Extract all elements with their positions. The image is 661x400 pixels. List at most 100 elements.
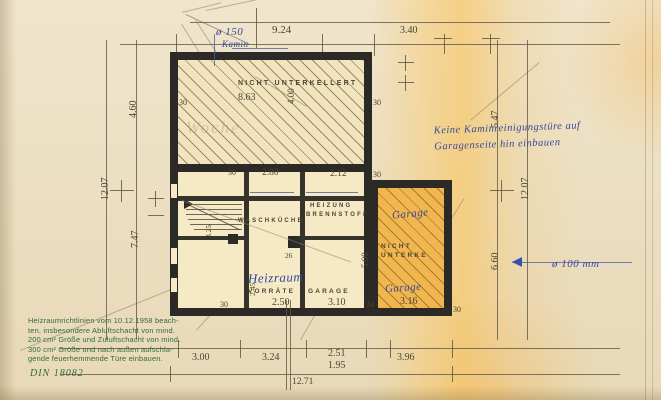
stair-arrow <box>184 199 193 209</box>
wall-right-upper <box>364 52 372 172</box>
partition-horizontal-3 <box>300 236 364 240</box>
dimension-bottom-2: 3.24 <box>262 352 280 363</box>
annotation-blue-mark <box>250 192 294 194</box>
dimension-tick <box>490 34 491 54</box>
annotation-arrow-line <box>512 262 632 264</box>
room-label-upper: NICHT UNTERKELLERT <box>238 80 358 87</box>
room-label-right-2: UNTERKE <box>381 252 428 259</box>
room-label-middle-right-2: BRENNSTOFF <box>306 212 369 218</box>
dimension-top-2: 3.40 <box>400 25 418 36</box>
partition-horizontal-1 <box>178 196 364 201</box>
dimension-line <box>60 374 620 375</box>
dimension-right-2: 12.07 <box>520 177 531 201</box>
extension-line <box>286 300 287 390</box>
paper-fold-line <box>652 0 653 400</box>
wall-left-right-room <box>372 180 378 316</box>
dimension-cross <box>121 180 122 202</box>
wall-thickness-5: 30 <box>453 305 461 314</box>
chimney-shaft <box>228 234 238 244</box>
wall-bottom-right-room <box>372 308 452 316</box>
chimney-shaft <box>170 226 178 238</box>
room-label-right-1: NICHT <box>381 243 412 250</box>
room-label-vorraete: VORRÄTE <box>248 288 296 295</box>
wall-top-right-room <box>372 180 452 188</box>
room-lower-block <box>178 172 364 308</box>
dimension-line <box>527 40 528 340</box>
wall-thickness-4: 30 <box>220 300 228 309</box>
room-dim-right-secondary: 5.00 <box>360 252 370 268</box>
wall-thickness-1: 30 <box>179 98 187 107</box>
wall-right-lower <box>364 166 372 316</box>
dimension-line <box>190 22 610 23</box>
dimension-bottom-3: 2.51 <box>328 348 346 359</box>
dimension-bottom-4: 1.95 <box>328 360 346 371</box>
paper-edge-shadow <box>0 386 661 400</box>
dimension-left-1: 4.60 <box>128 100 139 119</box>
room-label-middle-right-1: HEIZUNG <box>310 203 353 209</box>
interior-dim-vertical-2: 3.25 <box>204 224 213 238</box>
wall-bottom-upper <box>170 164 372 172</box>
dimension-bottom-1: 3.00 <box>192 352 210 363</box>
dimension-bottom-5: 3.96 <box>397 352 415 363</box>
stair-tread <box>186 209 242 210</box>
wall-top-upper <box>170 52 372 60</box>
annotation-arrow-head <box>512 257 522 267</box>
room-dim-middle-right: 2.12 <box>330 169 347 179</box>
stair-tread <box>194 229 242 230</box>
dimension-tick <box>452 366 453 382</box>
partition-vertical-1 <box>244 172 249 308</box>
dimension-tick <box>434 38 452 39</box>
paper-fold-line <box>645 0 646 400</box>
stamp-din-number: DIN 18082 <box>30 368 84 379</box>
dimension-line <box>60 348 620 349</box>
dimension-tick <box>178 340 179 358</box>
paper-watermark: Woche <box>186 118 241 137</box>
annotation-blue-mark <box>214 52 216 66</box>
stamp-line-4: 300 cm² Größe und nach außen aufschla- <box>28 344 173 354</box>
room-dim-stair: 2.80 <box>262 168 279 178</box>
registration-cross <box>148 215 164 216</box>
room-dim-right: 3.16 <box>400 296 418 307</box>
stair-tread <box>190 224 242 225</box>
registration-cross <box>148 198 164 199</box>
paper-edge-shadow <box>0 0 16 400</box>
room-dim-vorraete: 2.50 <box>272 297 290 308</box>
dimension-tick <box>482 38 500 39</box>
stamp-text-block: Heizraumrichtlinien vom 10.12.1958 beach… <box>28 316 180 364</box>
dimension-tick <box>240 340 241 358</box>
dimension-left-2: 12.07 <box>100 177 111 201</box>
dimension-tick <box>176 34 177 54</box>
wall-thickness-2: 30 <box>373 98 381 107</box>
dimension-line <box>106 40 107 340</box>
room-upper-unterkellert <box>176 58 366 166</box>
wall-left-upper <box>170 52 178 172</box>
door-opening <box>171 248 177 264</box>
room-right-garage <box>378 186 446 308</box>
partition-vertical-2 <box>300 172 305 308</box>
extension-line <box>290 300 291 390</box>
room-label-garage: GARAGE <box>308 288 350 295</box>
registration-cross <box>405 75 406 91</box>
annotation-blue-top-diameter: ø 150 <box>216 26 244 38</box>
annotation-blue-leader <box>232 48 288 50</box>
wall-thickness-7: 24 <box>366 300 374 309</box>
dimension-tick <box>306 340 307 358</box>
stamp-line-5: gende feuerhemmende Türe einbauen. <box>28 354 163 363</box>
wall-thickness-8: 26 <box>285 251 293 260</box>
dimension-cross <box>501 180 502 202</box>
room-dim-upper: 8.63 <box>238 92 256 103</box>
annotation-blue-room-right-bottom: Garage <box>384 280 422 296</box>
dimension-tick <box>390 340 391 358</box>
registration-cross <box>398 62 414 63</box>
dimension-top-1: 9.24 <box>272 24 292 36</box>
stair-tread <box>186 214 242 215</box>
stamp-line-1: Heizraumrichtlinien vom 10.12.1958 beach… <box>28 316 179 325</box>
partition-horizontal-2 <box>178 236 248 240</box>
room-dim-garage: 3.10 <box>328 297 346 308</box>
door-opening <box>171 278 177 292</box>
stair-tread <box>186 204 242 205</box>
registration-cross <box>155 191 156 207</box>
wall-thickness-3: 30 <box>373 170 381 179</box>
dimension-right-3: 6.60 <box>490 252 501 271</box>
